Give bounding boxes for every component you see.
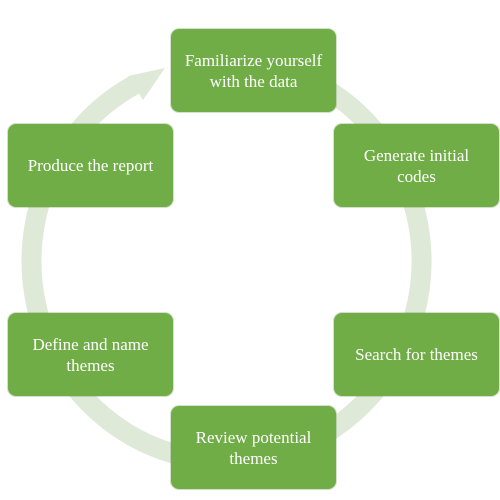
step-search-themes-box: Search for themes (334, 313, 499, 396)
step-familiarize-label: Familiarize yourself with the data (184, 50, 323, 91)
step-produce-report-box: Produce the report (8, 124, 173, 207)
step-review-themes-box: Review potential themes (171, 406, 336, 489)
cycle-ring (21, 51, 432, 472)
step-define-themes-label: Define and name themes (32, 334, 149, 375)
step-define-themes-box: Define and name themes (8, 313, 173, 396)
step-produce-report-label: Produce the report (27, 156, 154, 175)
step-review-themes-label: Review potential themes (195, 427, 312, 468)
step-generate-codes-label: Generate initial codes (363, 145, 470, 186)
step-generate-codes-box: Generate initial codes (334, 124, 499, 207)
step-search-themes-label: Search for themes (355, 345, 478, 364)
cycle-arrowhead-icon (128, 68, 165, 100)
step-familiarize-box: Familiarize yourself with the data (171, 29, 336, 112)
